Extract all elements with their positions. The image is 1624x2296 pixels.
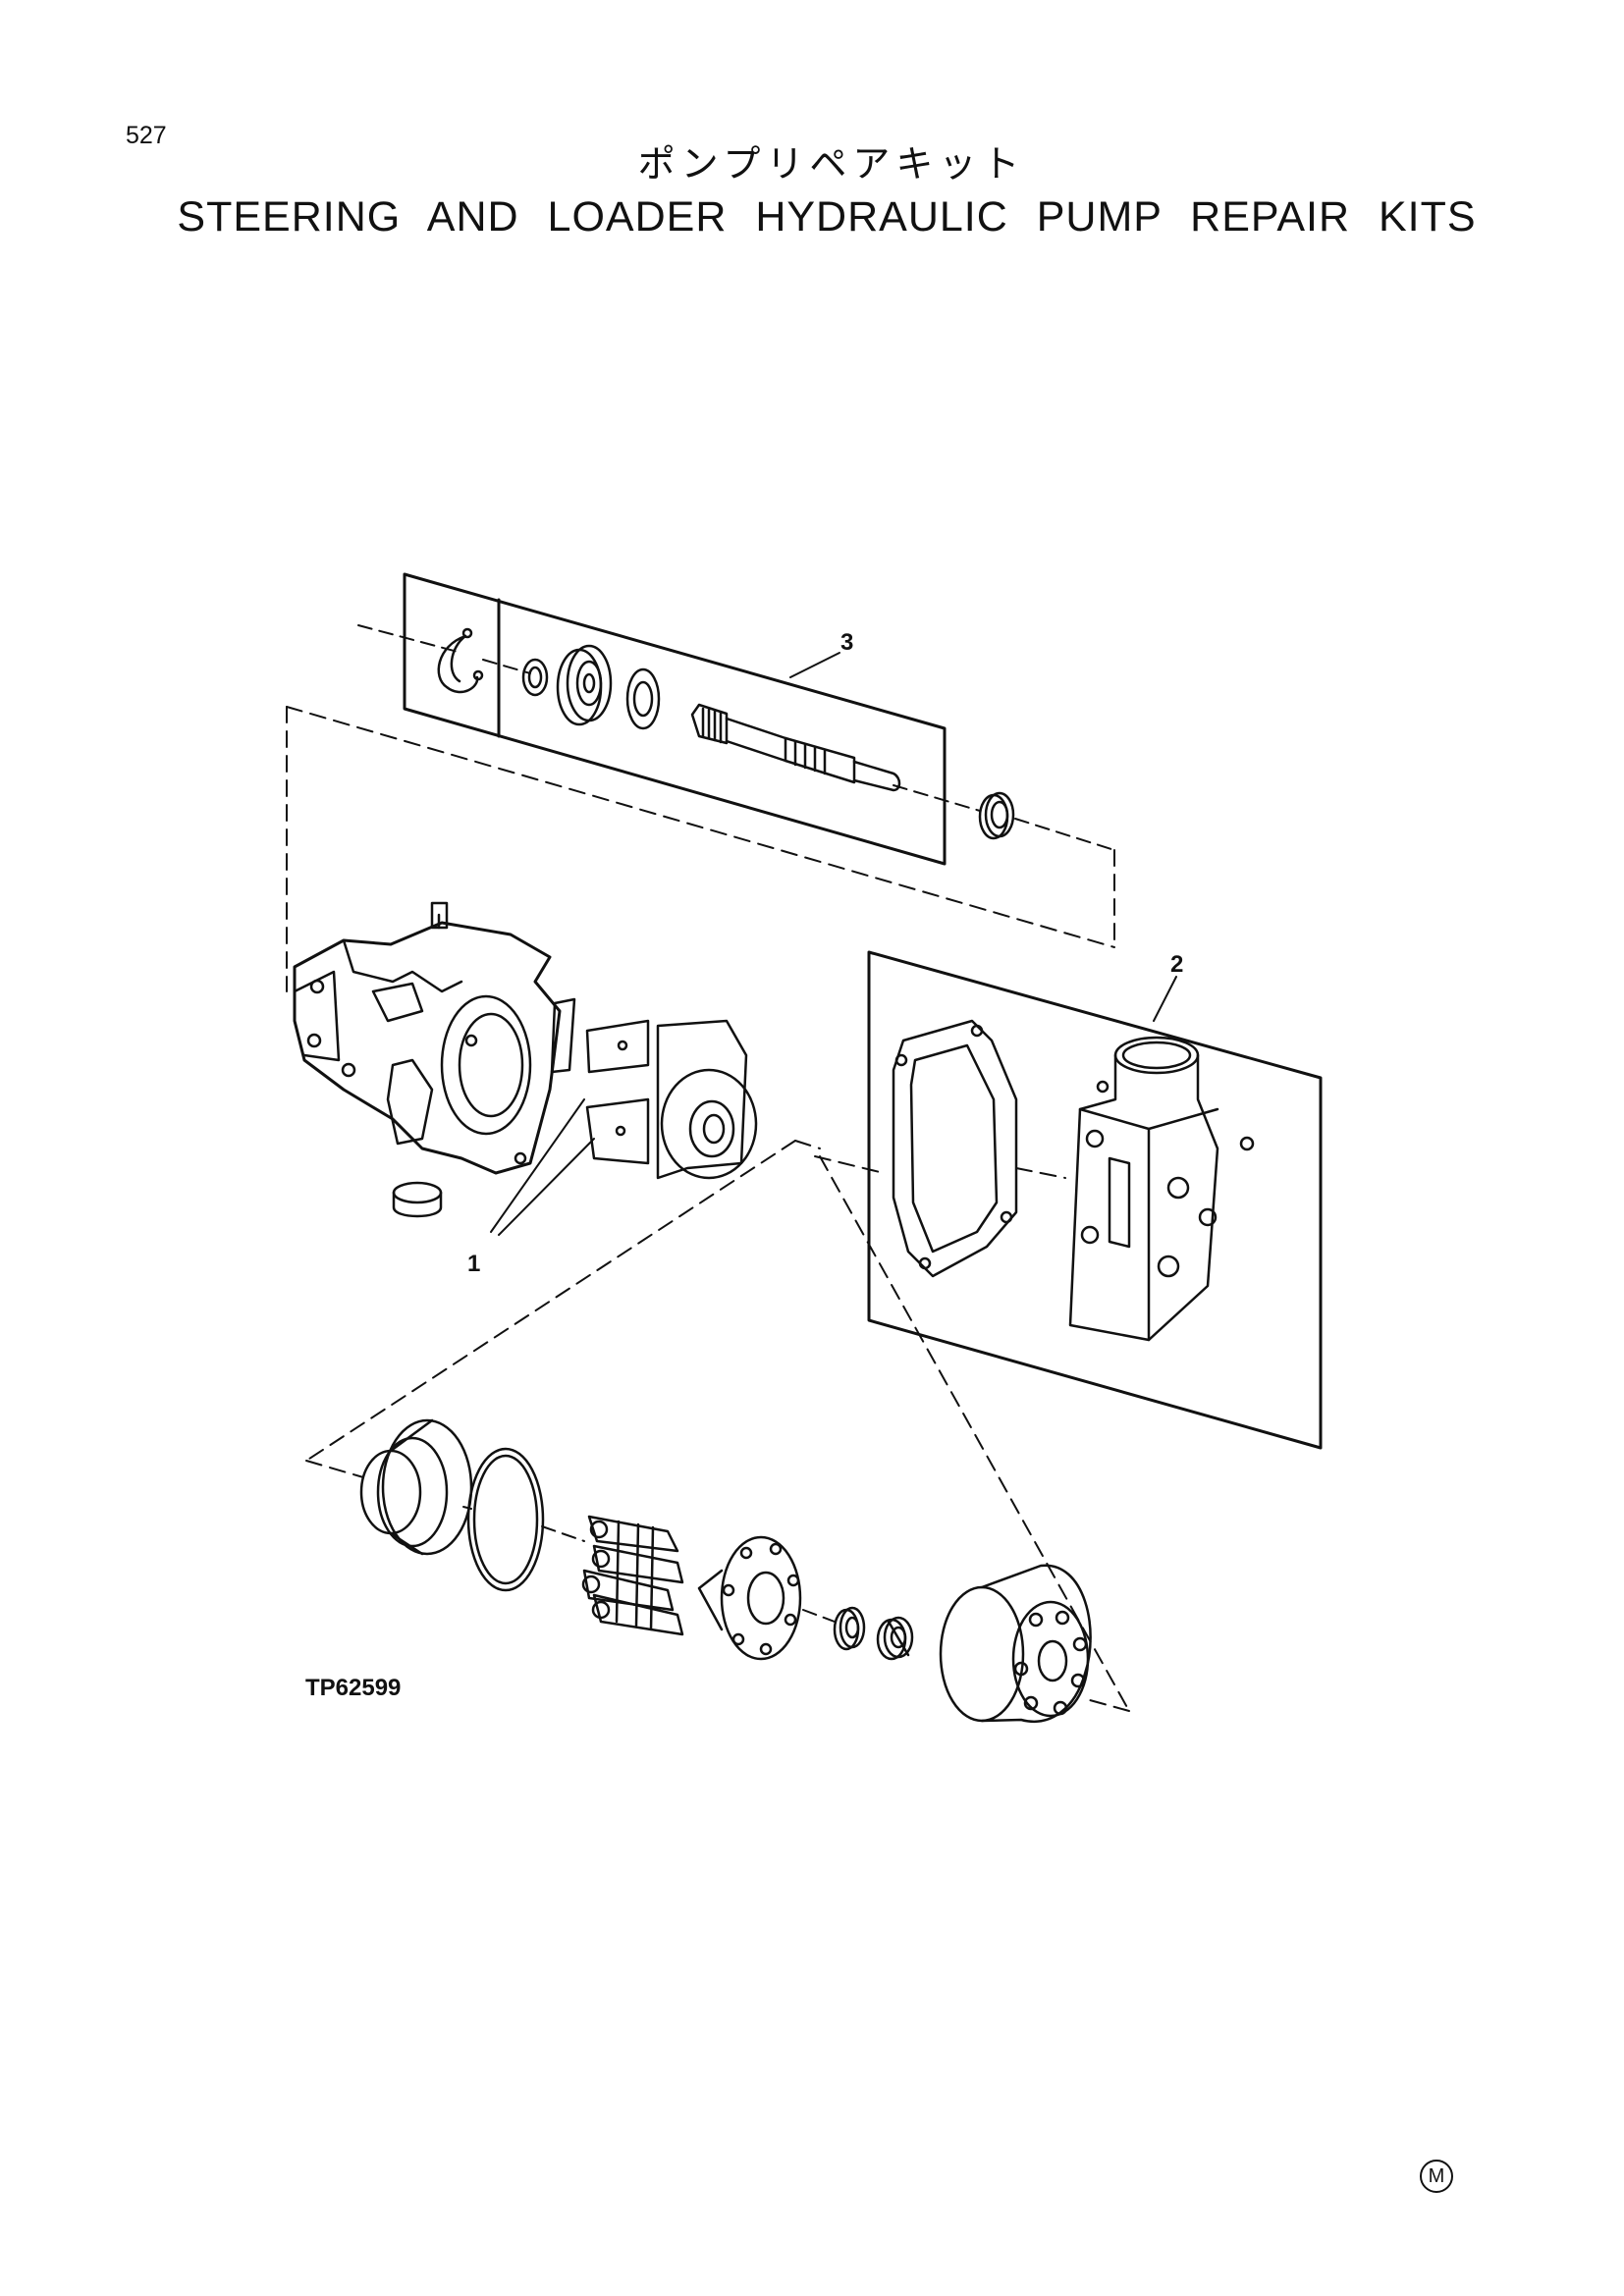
page-number: 527 bbox=[126, 122, 167, 149]
cylinder-liner bbox=[359, 1418, 473, 1556]
pump-housing bbox=[293, 901, 562, 1175]
housing-plug bbox=[392, 1181, 443, 1218]
cylinder-centerline bbox=[462, 1506, 836, 1623]
kit-3-thrust-washer bbox=[625, 667, 661, 730]
kit-3-drive-shaft bbox=[690, 703, 901, 792]
kit-3-snap-ring bbox=[437, 627, 484, 694]
kit-2-gasket bbox=[892, 1019, 1018, 1278]
o-ring bbox=[466, 1447, 545, 1592]
kit-3-washer bbox=[521, 658, 549, 697]
reference-code: TP62599 bbox=[305, 1675, 402, 1701]
kit-2-panel bbox=[867, 950, 1323, 1450]
kit-1-bearing-segment-upper bbox=[550, 997, 650, 1074]
kit-1-bearing-segment-lower bbox=[585, 1097, 650, 1165]
callout-1: 1 bbox=[467, 1251, 480, 1277]
corner-mark: M bbox=[1420, 2160, 1453, 2193]
callout-2: 2 bbox=[1170, 951, 1183, 978]
kit-1-swashplate bbox=[656, 1019, 758, 1180]
spring-seat bbox=[876, 1616, 914, 1661]
piston-set bbox=[581, 1515, 684, 1636]
kit-3-bearing bbox=[556, 644, 613, 726]
page-title-japanese: ポンプリペアキット bbox=[637, 142, 1026, 186]
retainer-plate bbox=[697, 1535, 802, 1661]
callout-1-leaders bbox=[490, 1098, 595, 1236]
cylinder-block bbox=[939, 1564, 1092, 1723]
shaft-group-outline bbox=[286, 706, 1115, 992]
callout-3: 3 bbox=[840, 629, 853, 656]
spherical-guide bbox=[833, 1606, 866, 1651]
kit-3-panel bbox=[403, 572, 947, 866]
kit-3-centerline bbox=[357, 624, 1115, 851]
kit-3-shaft-seal bbox=[978, 791, 1015, 840]
kit-2-end-cover bbox=[1068, 1036, 1255, 1342]
page-title: STEERING AND LOADER HYDRAULIC PUMP REPAI… bbox=[177, 193, 1477, 240]
